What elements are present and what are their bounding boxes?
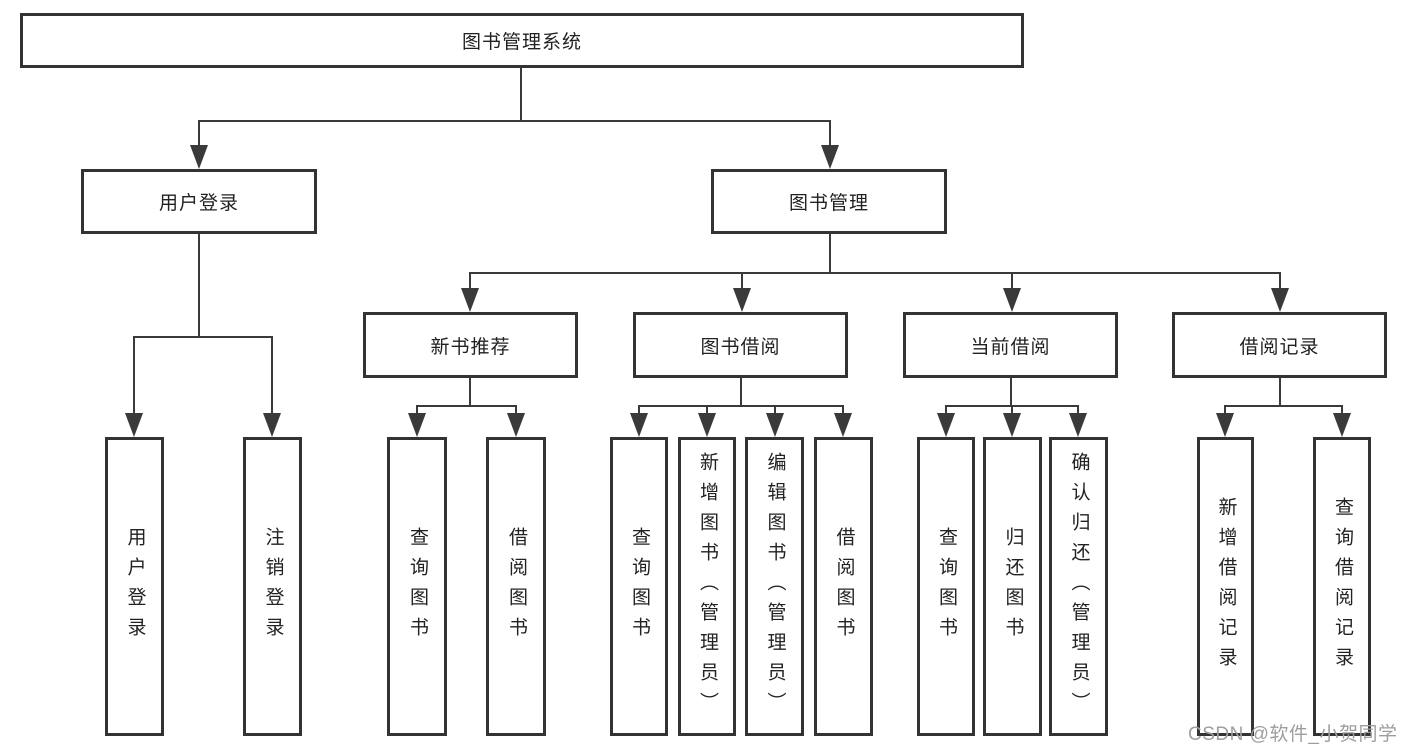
arrow-down-icon xyxy=(507,413,525,437)
connector-leaf-line xyxy=(271,336,273,416)
connector-leaf-line xyxy=(842,405,844,420)
leaf-borrow-query-books: 查询图书 xyxy=(610,437,668,736)
node-borrow-records: 借阅记录 xyxy=(1172,312,1387,378)
arrow-down-icon xyxy=(1216,413,1234,437)
arrow-down-icon xyxy=(821,145,839,169)
arrow-down-icon xyxy=(263,413,281,437)
leaf-label: 查询图书 xyxy=(628,526,650,647)
arrow-down-icon xyxy=(190,145,208,169)
leaf-label: 查询图书 xyxy=(406,526,428,647)
leaf-borrow-edit-books-admin: 编辑图书（管理员） xyxy=(745,437,804,736)
connector-recommend-stem xyxy=(469,378,471,405)
leaf-label: 编辑图书（管理员） xyxy=(764,451,786,722)
node-new-book-recommend: 新书推荐 xyxy=(363,312,578,378)
arrow-down-icon xyxy=(834,413,852,437)
node-book-borrow-label: 图书借阅 xyxy=(700,336,781,358)
connector-borrow-stem xyxy=(740,378,742,405)
leaf-label: 新增图书（管理员） xyxy=(696,451,718,722)
arrow-down-icon xyxy=(1333,413,1351,437)
connector-leaf-line xyxy=(945,405,947,420)
csdn-watermark: CSDN @软件_小贺同学 xyxy=(1188,724,1398,745)
arrow-down-icon xyxy=(937,413,955,437)
leaf-current-return-books: 归还图书 xyxy=(983,437,1042,736)
arrow-down-icon xyxy=(461,288,479,312)
connector-borrow-branch xyxy=(638,405,844,407)
connector-records-stem xyxy=(1279,378,1281,405)
arrow-down-icon xyxy=(1003,413,1021,437)
node-user-login: 用户登录 xyxy=(81,169,317,234)
arrow-down-icon xyxy=(698,413,716,437)
leaf-records-add-record: 新增借阅记录 xyxy=(1197,437,1254,736)
node-new-book-recommend-label: 新书推荐 xyxy=(430,336,511,358)
node-current-borrow: 当前借阅 xyxy=(903,312,1118,378)
leaf-borrow-add-books-admin: 新增图书（管理员） xyxy=(678,437,736,736)
leaf-label: 新增借阅记录 xyxy=(1215,496,1237,677)
connector-user-login-branch xyxy=(133,336,273,338)
leaf-current-confirm-return-admin: 确认归还（管理员） xyxy=(1049,437,1108,736)
arrow-down-icon xyxy=(1069,413,1087,437)
leaf-label: 归还图书 xyxy=(1002,526,1024,647)
leaf-label: 注销登录 xyxy=(262,526,284,647)
connector-book-management-stem xyxy=(829,234,831,272)
leaf-label: 借阅图书 xyxy=(505,526,527,647)
arrow-down-icon xyxy=(125,413,143,437)
arrow-down-icon xyxy=(1003,288,1021,312)
arrow-down-icon xyxy=(733,288,751,312)
connector-level3-line xyxy=(741,272,743,292)
connector-leaf-line xyxy=(706,405,708,420)
connector-recommend-branch xyxy=(416,405,517,407)
node-root: 图书管理系统 xyxy=(20,13,1024,68)
connector-leaf-line xyxy=(774,405,776,420)
connector-user-login-stem xyxy=(198,234,200,336)
connector-leaf-line xyxy=(1011,405,1013,420)
arrow-down-icon xyxy=(766,413,784,437)
connector-root-branch xyxy=(198,120,831,122)
connector-leaf-line xyxy=(1077,405,1079,420)
node-book-borrow: 图书借阅 xyxy=(633,312,848,378)
connector-level3-line xyxy=(1279,272,1281,292)
connector-to-user-login-line xyxy=(198,120,200,150)
connector-leaf-line xyxy=(1341,405,1343,420)
arrow-down-icon xyxy=(630,413,648,437)
leaf-borrow-borrow-books: 借阅图书 xyxy=(814,437,873,736)
leaf-logout: 注销登录 xyxy=(243,437,302,736)
connector-leaf-line xyxy=(638,405,640,420)
leaf-label: 借阅图书 xyxy=(833,526,855,647)
arrow-down-icon xyxy=(408,413,426,437)
connector-leaf-line xyxy=(515,405,517,420)
node-book-management-label: 图书管理 xyxy=(788,193,869,214)
leaf-label: 查询借阅记录 xyxy=(1331,496,1353,677)
connector-records-branch xyxy=(1224,405,1342,407)
node-user-login-label: 用户登录 xyxy=(158,193,239,214)
leaf-recommend-query-books: 查询图书 xyxy=(387,437,447,736)
leaf-label: 确认归还（管理员） xyxy=(1068,451,1090,722)
node-root-label: 图书管理系统 xyxy=(461,32,582,53)
connector-to-book-management-line xyxy=(829,120,831,150)
connector-book-management-branch xyxy=(470,272,1281,274)
connector-level3-line xyxy=(1011,272,1013,292)
connector-root-stem xyxy=(520,68,522,120)
node-borrow-records-label: 借阅记录 xyxy=(1239,336,1320,358)
leaf-recommend-borrow-books: 借阅图书 xyxy=(486,437,546,736)
node-book-management: 图书管理 xyxy=(711,169,947,234)
node-current-borrow-label: 当前借阅 xyxy=(970,336,1051,358)
connector-current-stem xyxy=(1010,378,1012,405)
leaf-records-query-record: 查询借阅记录 xyxy=(1313,437,1371,736)
connector-level3-line xyxy=(469,272,471,292)
connector-leaf-line xyxy=(133,336,135,416)
leaf-user-login: 用户登录 xyxy=(105,437,164,736)
leaf-label: 用户登录 xyxy=(124,526,146,647)
arrow-down-icon xyxy=(1271,288,1289,312)
connector-leaf-line xyxy=(1224,405,1226,420)
connector-leaf-line xyxy=(416,405,418,420)
leaf-label: 查询图书 xyxy=(935,526,957,647)
leaf-current-query-books: 查询图书 xyxy=(917,437,975,736)
